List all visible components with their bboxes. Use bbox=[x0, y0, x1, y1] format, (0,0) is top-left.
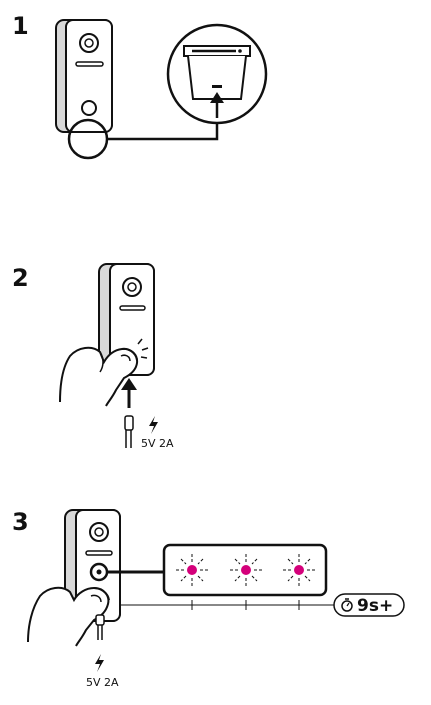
doorbell-device bbox=[64, 509, 121, 622]
step-3-number: 3 bbox=[12, 508, 29, 536]
timer-label: 9s+ bbox=[357, 596, 393, 616]
arrow-up-icon bbox=[121, 378, 137, 408]
usb-c-plug-icon bbox=[124, 415, 134, 448]
hand-press-icon bbox=[59, 346, 139, 407]
power-label-step-2: 5V 2A bbox=[141, 437, 174, 450]
reset-button-slot bbox=[212, 85, 222, 88]
doorbell-device bbox=[55, 19, 113, 133]
step-2-number: 2 bbox=[12, 264, 29, 292]
step-1-number: 1 bbox=[12, 12, 29, 40]
usb-c-cable bbox=[95, 614, 105, 640]
led-panel bbox=[162, 543, 328, 597]
callout-connector bbox=[107, 118, 219, 141]
doorbell-device bbox=[98, 263, 155, 376]
stopwatch-icon bbox=[341, 598, 353, 612]
led-blink-icon bbox=[230, 554, 262, 586]
timeline bbox=[120, 600, 334, 610]
led-blink-icon bbox=[283, 554, 315, 586]
arrow-up-icon bbox=[210, 92, 224, 118]
press-rays bbox=[137, 338, 149, 359]
lightning-bolt-icon bbox=[95, 654, 104, 672]
power-label-step-3: 5V 2A bbox=[86, 676, 119, 689]
led-blink-icon bbox=[176, 554, 208, 586]
timer-pill bbox=[333, 593, 405, 617]
hand-press-icon bbox=[27, 586, 110, 647]
magnify-spot bbox=[67, 118, 109, 160]
lightning-bolt-icon bbox=[149, 416, 158, 434]
magnifier-callout bbox=[166, 23, 268, 125]
